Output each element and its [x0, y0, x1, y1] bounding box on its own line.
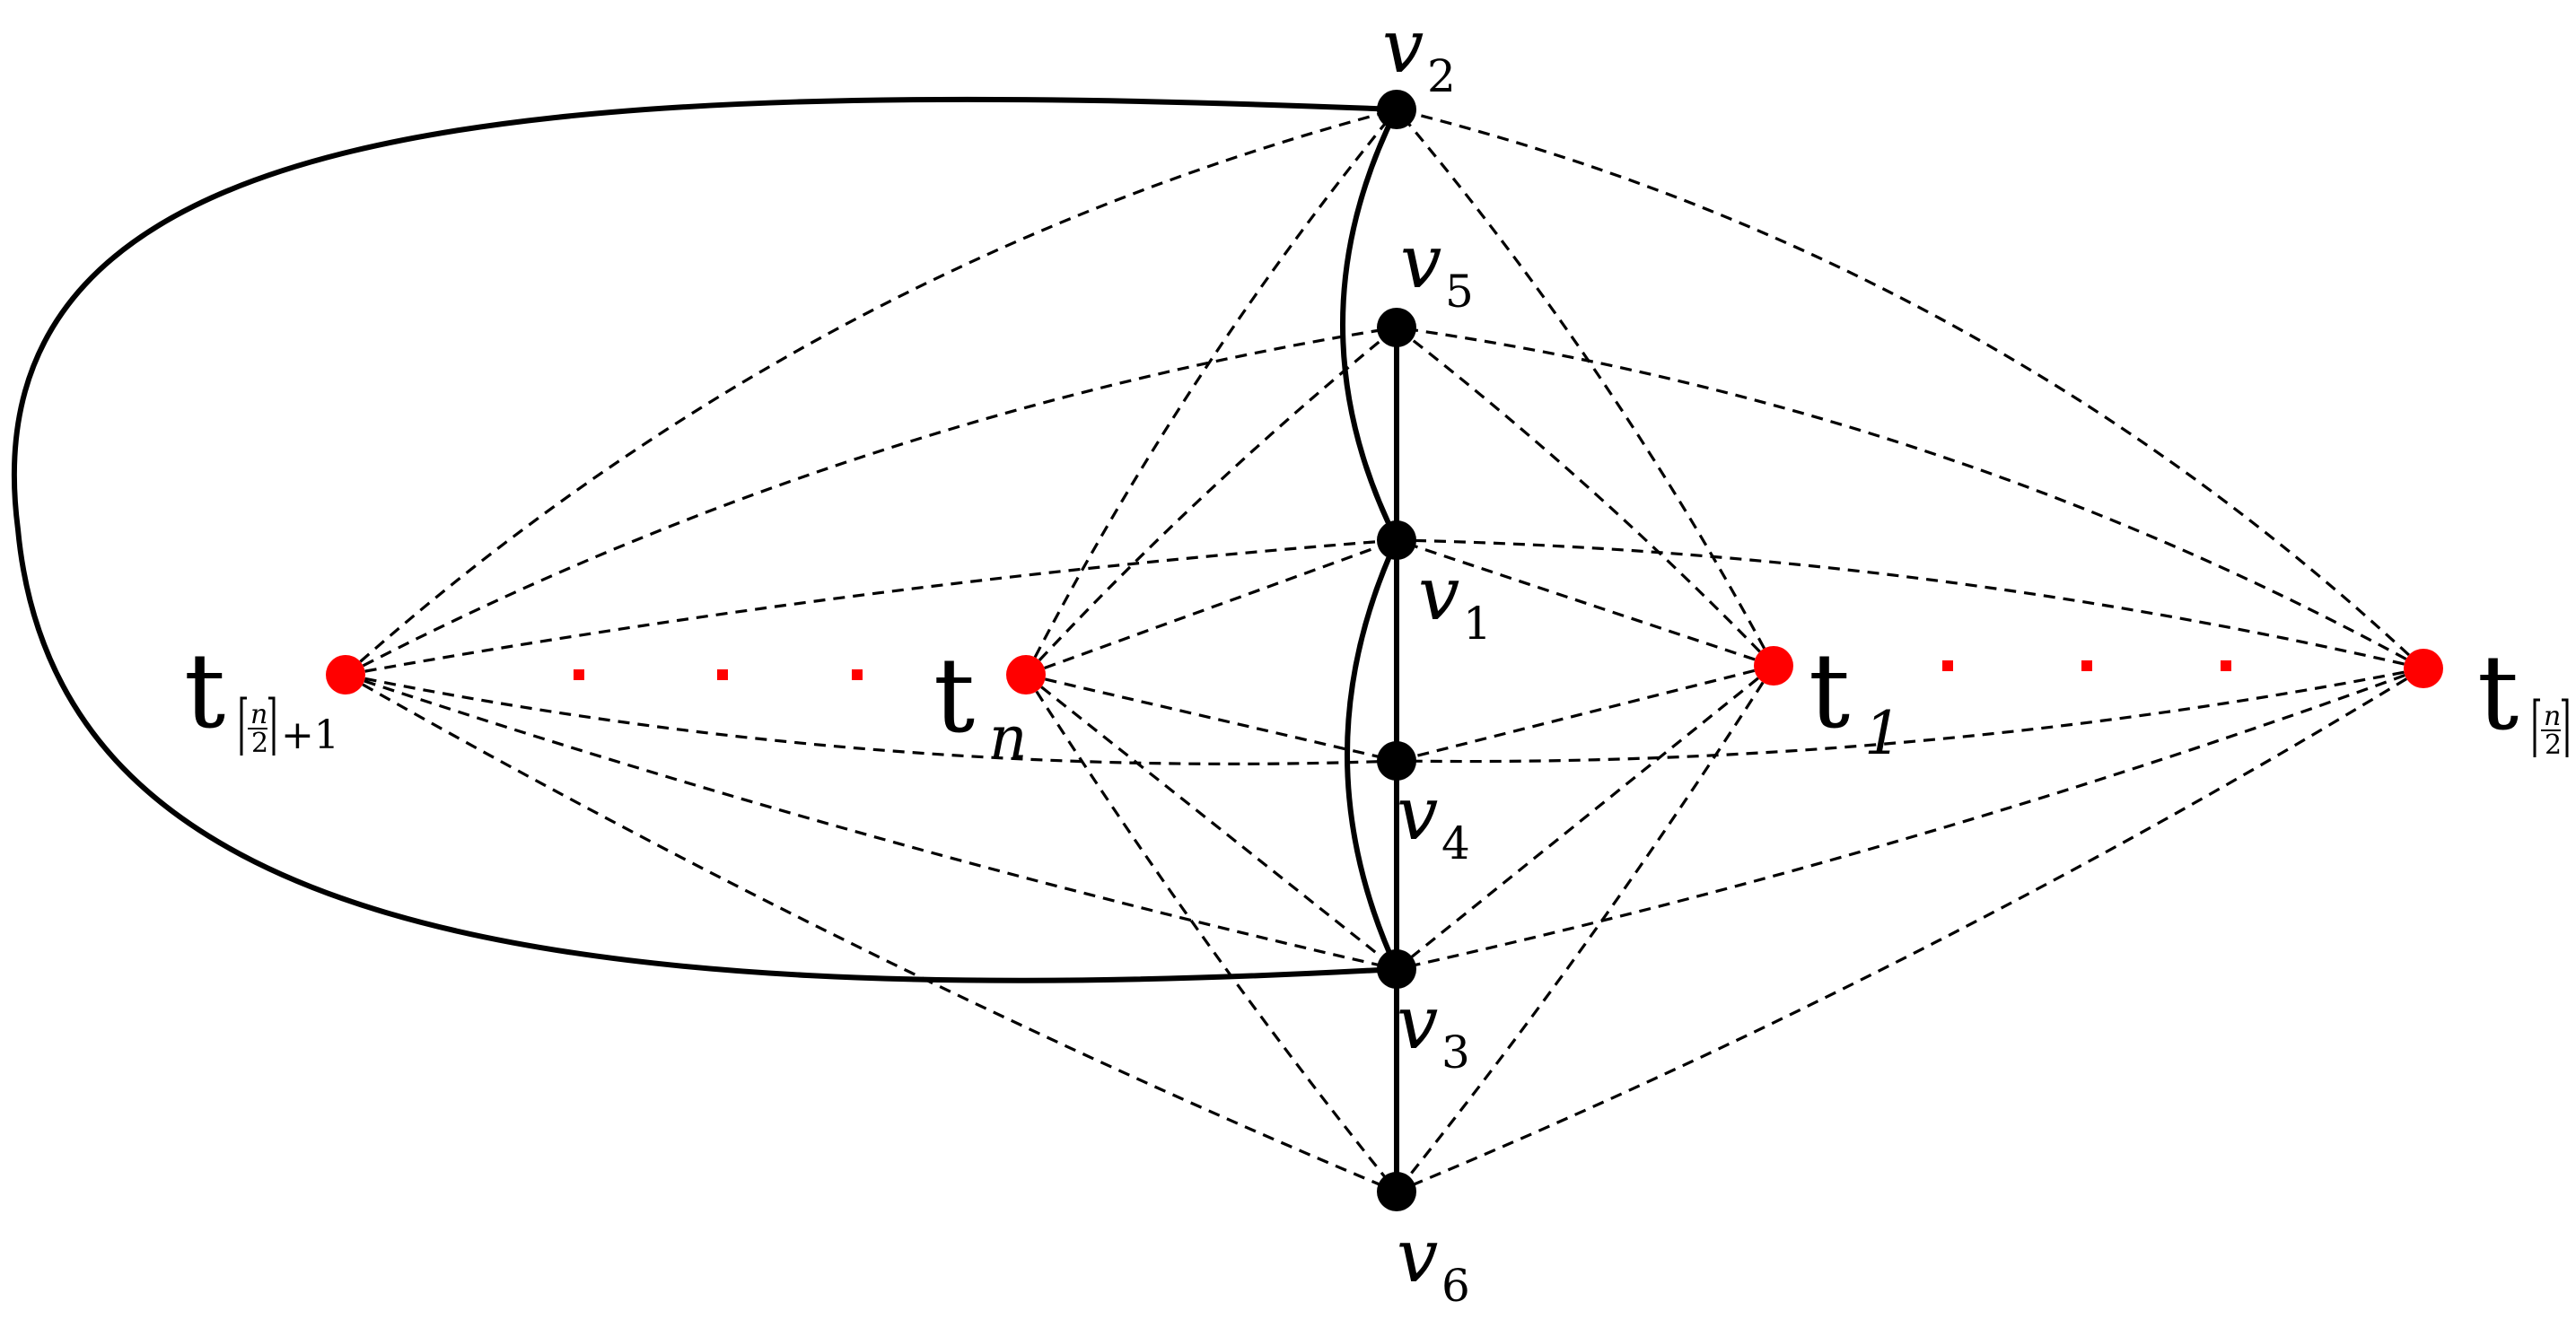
dashed-edge-t_half_plus_1-v5: [345, 326, 1398, 677]
dashed-edge-t_1-v4: [1396, 664, 1774, 763]
vertex-v6: [1377, 1172, 1416, 1211]
label-v2-subscript: 2: [1427, 50, 1456, 102]
solid-edge-v1-v3: [1345, 537, 1399, 972]
label-v1-subscript: 1: [1463, 598, 1492, 650]
ellipsis-dot-6: [2221, 660, 2231, 671]
label-v1-letter: v: [1418, 552, 1459, 637]
label-t_half-ceil-right: [2562, 698, 2569, 757]
dashed-edge-t_1-v6: [1395, 665, 1775, 1193]
label-t_half-ceil-left: [2533, 698, 2540, 757]
label-t_half-frac-numerator: n: [2544, 701, 2561, 732]
label-v3-subscript: 3: [1441, 1026, 1470, 1079]
label-v5-letter: v: [1400, 220, 1441, 305]
vertex-t_half_plus_1: [326, 655, 365, 694]
label-v5-subscript: 5: [1445, 266, 1474, 318]
label-t_half_plus_1-ceil-left: [240, 696, 247, 756]
ellipsis-dots-group: [574, 660, 2231, 680]
dashed-edge-t_n-v6: [1024, 674, 1398, 1193]
dashed-edge-t_1-v5: [1396, 326, 1775, 668]
label-v4-subscript: 4: [1441, 817, 1470, 869]
vertex-v1: [1377, 520, 1416, 560]
ellipsis-dot-1: [574, 669, 584, 680]
label-v2-letter: v: [1382, 4, 1424, 90]
label-t_half_plus_1-letter: t: [184, 632, 225, 752]
dashed-edge-t_half_plus_1-v2: [344, 108, 1398, 677]
solid-edge-v2-v3: [11, 96, 1399, 983]
ellipsis-dot-3: [852, 669, 863, 680]
label-v3-letter: v: [1397, 981, 1438, 1066]
label-t_half_plus_1-frac-denominator: 2: [251, 728, 268, 759]
label-t_n-subscript: n: [989, 703, 1028, 773]
dashed-edge-t_n-v5: [1024, 326, 1398, 677]
dashed-edges-group: [344, 108, 2425, 1193]
label-t_1-subscript: 1: [1864, 699, 1902, 768]
dashed-edge-t_half_plus_1-v6: [345, 673, 1398, 1193]
label-t_half-letter: t: [2477, 633, 2519, 754]
dashed-edge-t_half-v5: [1396, 326, 2424, 670]
solid-edge-v2-v1: [1340, 107, 1399, 543]
dashed-edge-t_1-v1: [1396, 538, 1774, 668]
dashed-edge-t_n-v2: [1024, 108, 1398, 676]
dashed-edge-t_half-v1: [1396, 538, 2424, 670]
ellipsis-dot-4: [1942, 660, 1953, 671]
label-v6-subscript: 6: [1441, 1260, 1470, 1312]
solid-edges-group: [11, 96, 1399, 1194]
label-t_half-frac-denominator: 2: [2545, 729, 2562, 761]
label-t_half_plus_1-suffix: +1: [281, 712, 339, 758]
dashed-edge-t_half_plus_1-v4: [345, 673, 1398, 765]
dashed-edge-t_half-v2: [1396, 108, 2425, 670]
dashed-edge-t_1-v2: [1395, 108, 1775, 667]
label-t_1-letter: t: [1809, 632, 1850, 752]
dashed-edge-t_n-v3: [1025, 673, 1398, 971]
vertex-t_half: [2404, 649, 2443, 688]
label-v4-letter: v: [1397, 772, 1438, 857]
label-t_half_plus_1-frac-numerator: n: [250, 699, 267, 730]
vertex-v2: [1377, 90, 1416, 129]
vertex-t_n: [1006, 655, 1046, 694]
dashed-edge-t_n-v1: [1025, 538, 1398, 677]
dashed-edge-t_half-v6: [1396, 667, 2424, 1193]
vertex-v3: [1377, 949, 1416, 989]
dashed-edge-t_half_plus_1-v3: [345, 673, 1398, 971]
dashed-edge-t_half_plus_1-v1: [345, 538, 1398, 677]
dashed-edge-t_half-v4: [1396, 667, 2424, 764]
vertex-v4: [1377, 741, 1416, 781]
label-t_half_plus_1-ceil-right: [268, 696, 276, 756]
dashed-edge-t_1-v3: [1395, 664, 1775, 971]
vertex-t_1: [1754, 646, 1793, 686]
vertices-group: [326, 90, 2443, 1211]
ellipsis-dot-5: [2081, 660, 2092, 671]
ellipsis-dot-2: [717, 669, 728, 680]
vertex-v5: [1377, 308, 1416, 347]
dashed-edge-t_half-v3: [1396, 667, 2424, 971]
label-v6-letter: v: [1397, 1214, 1438, 1299]
label-t_n-letter: t: [933, 636, 975, 756]
